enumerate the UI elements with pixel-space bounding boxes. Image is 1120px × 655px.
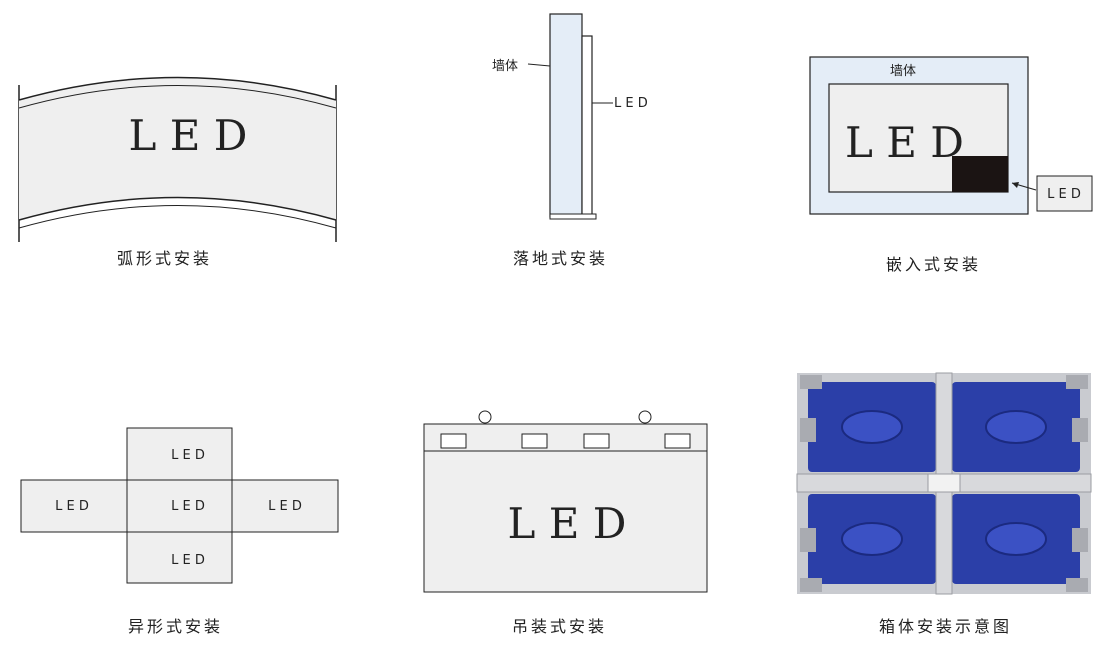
arc-caption: 弧形式安装 bbox=[117, 249, 213, 268]
shaped-center-label: L E D bbox=[171, 499, 205, 514]
cabinet-lock-3 bbox=[800, 578, 822, 592]
arc-led-text: L E D bbox=[129, 111, 248, 160]
floor-base bbox=[549, 213, 597, 220]
hanging-caption: 吊装式安装 bbox=[512, 617, 608, 636]
floor-wall-pointer bbox=[527, 63, 551, 67]
cabinet-lock-1 bbox=[800, 375, 822, 389]
embedded-led-text: L E D bbox=[845, 118, 964, 167]
hanging-led-text: L E D bbox=[508, 499, 627, 548]
shaped-center-block bbox=[126, 479, 233, 533]
hanging-ring-left bbox=[478, 410, 492, 424]
floor-installation: 墙体 L E D bbox=[492, 13, 648, 220]
embedded-arrowhead bbox=[1012, 182, 1019, 188]
embedded-led-box bbox=[1036, 175, 1093, 212]
shaped-installation: L E D L E D L E D L E D L E D bbox=[20, 427, 339, 584]
hanging-clamp-4 bbox=[664, 433, 691, 449]
cabinet-connector-3 bbox=[841, 522, 903, 556]
floor-led-screen bbox=[581, 35, 593, 218]
shaped-left-block bbox=[20, 479, 128, 533]
cabinet-side-lock-1 bbox=[800, 418, 816, 442]
cabinet-lock-4 bbox=[1066, 578, 1088, 592]
cabinet-side-lock-4 bbox=[1072, 528, 1088, 552]
hanging-ring-right bbox=[638, 410, 652, 424]
shaped-caption: 异形式安装 bbox=[128, 617, 224, 636]
embedded-led-label: L E D bbox=[1047, 187, 1081, 202]
embedded-dark-module bbox=[952, 156, 1008, 192]
hanging-clamp-3 bbox=[583, 433, 610, 449]
shaped-bottom-block bbox=[126, 531, 233, 584]
floor-wall-label: 墙体 bbox=[492, 59, 518, 74]
shaped-top-block bbox=[126, 427, 233, 481]
hanging-clamp-1 bbox=[440, 433, 467, 449]
cabinet-connector-2 bbox=[985, 410, 1047, 444]
cabinet-caption: 箱体安装示意图 bbox=[879, 617, 1013, 636]
hanging-installation: L E D bbox=[423, 410, 708, 593]
cabinet-connector-1 bbox=[841, 410, 903, 444]
cabinet-side-lock-3 bbox=[800, 528, 816, 552]
arc-bottom-inner-edge bbox=[18, 205, 337, 229]
arc-bottom-edge bbox=[18, 196, 337, 221]
shaped-bottom-label: L E D bbox=[171, 553, 205, 568]
cabinet-side-lock-2 bbox=[1072, 418, 1088, 442]
arc-top-inner-edge bbox=[18, 85, 337, 109]
floor-wall bbox=[549, 13, 583, 218]
shaped-left-label: L E D bbox=[55, 499, 89, 514]
cabinet-lock-2 bbox=[1066, 375, 1088, 389]
embedded-installation: 墙体 L E D L E D bbox=[809, 56, 1093, 215]
cabinet-connector-4 bbox=[985, 522, 1047, 556]
cabinet-center-plate bbox=[927, 473, 961, 493]
floor-led-label: L E D bbox=[614, 96, 648, 111]
embedded-caption: 嵌入式安装 bbox=[886, 255, 982, 274]
arc-installation: L E D bbox=[18, 76, 337, 242]
hanging-screen bbox=[423, 450, 708, 593]
cabinet-illustration bbox=[796, 372, 1092, 595]
shaped-right-label: L E D bbox=[268, 499, 302, 514]
shaped-top-label: L E D bbox=[171, 448, 205, 463]
embedded-wall-label: 墙体 bbox=[890, 64, 916, 79]
hanging-beam bbox=[423, 423, 708, 452]
shaped-right-block bbox=[231, 479, 339, 533]
floor-caption: 落地式安装 bbox=[513, 249, 609, 268]
arc-top-edge bbox=[18, 76, 337, 101]
hanging-clamp-2 bbox=[521, 433, 548, 449]
arc-screen bbox=[19, 77, 336, 220]
